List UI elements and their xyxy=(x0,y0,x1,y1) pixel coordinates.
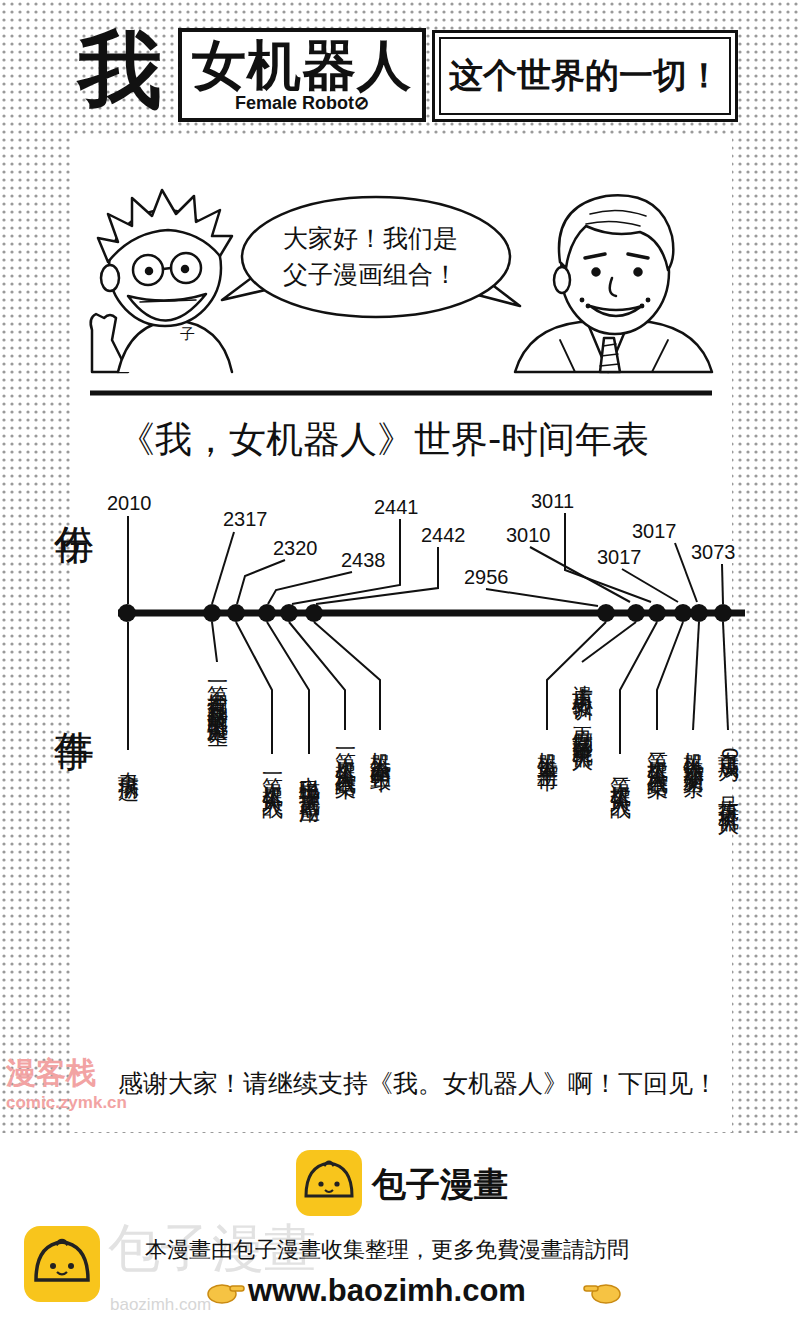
year-label: 2010 xyxy=(106,492,153,514)
year-label: 3011 xyxy=(530,490,575,512)
page-panel xyxy=(72,134,732,1132)
event-leader-lines xyxy=(128,622,728,754)
year-label: 2442 xyxy=(420,524,467,546)
subtitle-box: 这个世界的一切！ xyxy=(432,30,738,122)
year-label: 3010 xyxy=(505,524,552,546)
halftone-background xyxy=(0,0,800,1133)
pointing-hand xyxy=(208,1285,244,1303)
year-label: 3017 xyxy=(596,546,643,568)
year-label: 2320 xyxy=(272,537,319,559)
node-text: 女机器人 xyxy=(192,38,412,95)
watermark: 漫客栈 xyxy=(6,1056,96,1089)
node-text: 这个世界的一切！ xyxy=(449,53,721,99)
event-label: 电磁场强干扰武器应用 xyxy=(297,760,321,790)
title-box: 女机器人Female Robot⊘ xyxy=(178,28,426,122)
year-label: 3073 xyxy=(690,541,737,563)
event-label: 机器人全面销毁年 xyxy=(368,735,392,759)
year-label: 2956 xyxy=(463,566,510,588)
year-label: 2317 xyxy=(222,508,269,530)
baozi-logo xyxy=(24,1226,100,1302)
site-url: www.baozimh.com xyxy=(248,1274,526,1308)
shirt-mark: 子 xyxy=(180,326,195,343)
node-text: 大家好！我们是 父子漫画组合！ xyxy=(283,221,469,294)
event-label: 第二次机器人大战 xyxy=(608,760,632,784)
event-label: 第一次机器人大战 xyxy=(260,760,284,784)
timeline-dots xyxy=(118,604,732,622)
year-label: 2441 xyxy=(373,496,420,518)
event-label: 遗忘历史教训，再度制造智能机器人 xyxy=(570,668,594,737)
watermark: baozimh.com xyxy=(110,1296,211,1315)
event-label: 第一台拥有真正智能的机器人诞生 xyxy=(205,668,229,713)
bubble-ellipse xyxy=(242,197,510,317)
father-illustration xyxy=(515,195,712,372)
event-label: 奇琪病逝 xyxy=(116,755,140,767)
baozi-logo xyxy=(296,1150,362,1216)
event-label: 机器人法添加新第一条 xyxy=(681,735,705,765)
watermark: comic.zymk.cn xyxy=(6,1094,127,1113)
event-label: 机器人重新上市 xyxy=(535,735,559,756)
speech-bubble: 大家好！我们是 父子漫画组合！ xyxy=(240,195,512,319)
site-name: 包子漫畫 xyxy=(372,1166,508,1203)
footer-note: 感谢大家！请继续支持《我。女机器人》啊！下回见！ xyxy=(118,1070,718,1098)
year-label: 2438 xyxy=(340,549,387,571)
pointing-hand xyxy=(584,1285,620,1303)
year-leader-lines xyxy=(128,513,723,606)
divider-rule xyxy=(90,391,712,396)
event-label: 第二次机器人大战结束 xyxy=(645,735,669,765)
event-label: 第一次机器人大战结束 xyxy=(333,735,357,765)
node-text: Female Robot⊘ xyxy=(235,94,369,112)
chart-title: 《我，女机器人》世界-时间年表 xyxy=(118,420,649,461)
kid-illustration xyxy=(91,190,232,372)
bubble-outline xyxy=(240,195,512,319)
site-note: 本漫畫由包子漫畫收集整理，更多免費漫畫請訪問 xyxy=(145,1238,629,1262)
event-label: 奇琪成为03号执行者机器人 xyxy=(716,735,740,801)
year-label: 3017 xyxy=(631,520,678,542)
